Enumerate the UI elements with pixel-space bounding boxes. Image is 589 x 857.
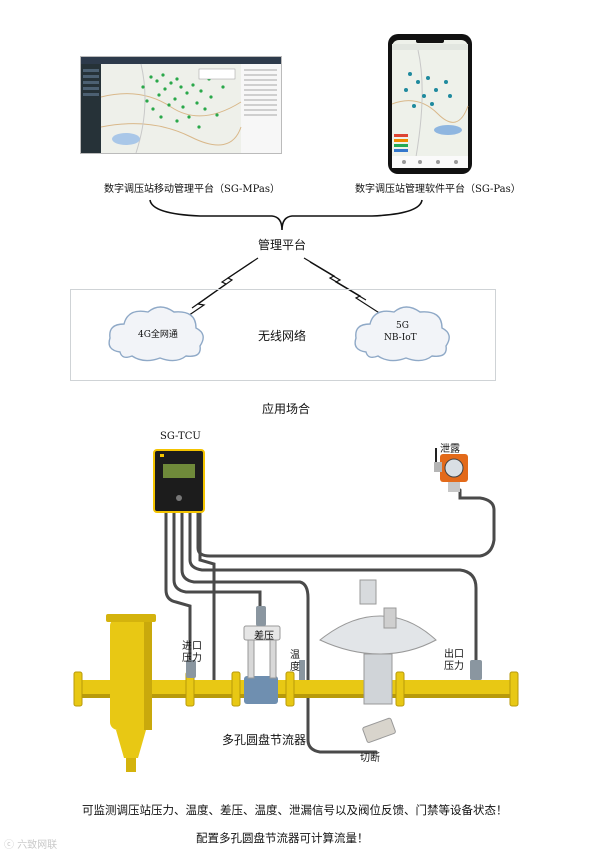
outlet-label-line1: 出口 (444, 649, 464, 660)
cloud-4g-label: 4G全网通 (138, 330, 178, 340)
inlet-pressure-sensor (186, 660, 196, 678)
watermark-logo-icon: ⓒ (4, 840, 14, 851)
management-platform-label: 管理平台 (258, 238, 307, 252)
app-platform-label: 数字调压站管理软件平台（SG-Pas） (355, 184, 521, 195)
web-platform-screenshot (80, 56, 282, 154)
grouping-brace (149, 199, 423, 231)
shutoff-label: 切断 (360, 753, 380, 764)
caption-line2: 配置多孔圆盘节流器可计算流量！ (196, 831, 369, 845)
cloud-4g-icon (108, 306, 204, 362)
inlet-label-line1: 进口 (182, 641, 202, 652)
signal-cables (164, 488, 496, 754)
web-platform-label: 数字调压站移动管理平台（SG-MPas） (104, 184, 281, 195)
wireless-network-title: 无线网络 (258, 329, 307, 343)
outlet-pressure-sensor (470, 660, 482, 680)
temperature-sensor (299, 660, 305, 680)
leak-label: 泄露 (440, 444, 460, 455)
pipeline (73, 671, 519, 707)
leak-detector (434, 448, 468, 492)
caption-line1: 可监测调压站压力、温度、差压、温度、泄漏信号以及阀位反馈、门禁等设备状态！ (82, 803, 508, 817)
filter-vessel (106, 614, 156, 772)
tcu-label: SG-TCU (160, 431, 201, 442)
station-diagram (73, 448, 519, 772)
cloud-5g-icon (354, 306, 450, 362)
cloud-5g-label-line1: 5G (396, 321, 409, 331)
orifice-flowmeter (243, 606, 281, 704)
watermark: ⓒ 六致网联 (4, 836, 57, 851)
diff-pressure-label: 差压 (254, 631, 274, 642)
phone-thumbnail (391, 38, 469, 169)
flowmeter-label: 多孔圆盘节流器 (222, 733, 307, 747)
temperature-label-line1: 温 (290, 650, 300, 661)
wireless-network-box (70, 289, 496, 381)
watermark-text: 六致网联 (17, 840, 58, 851)
inlet-label-line2: 压力 (182, 653, 202, 664)
cloud-5g-label-line2: NB-IoT (384, 333, 417, 343)
tcu-controller (153, 449, 205, 513)
temperature-label-line2: 度 (290, 662, 300, 673)
shutoff-valve (362, 717, 396, 743)
mobile-app-screenshot (388, 34, 472, 174)
scene-label: 应用场合 (262, 402, 311, 416)
map-thumbnail (81, 57, 281, 153)
pressure-regulator (319, 579, 437, 705)
outlet-label-line2: 压力 (444, 661, 464, 672)
wireless-signals (175, 257, 385, 325)
